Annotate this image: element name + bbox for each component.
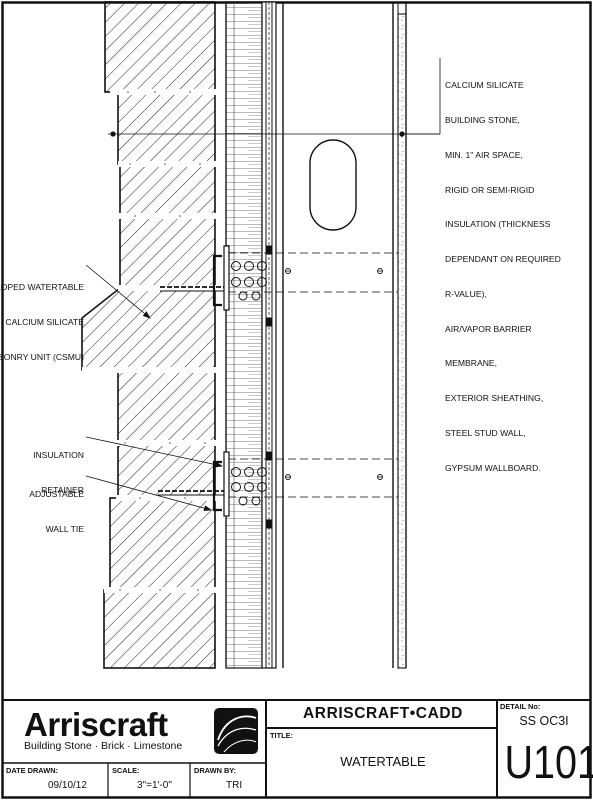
layer-note-line: BUILDING STONE, bbox=[445, 114, 520, 125]
layer-note-line: DEPENDANT ON REQUIRED bbox=[445, 254, 561, 265]
scale-label: SCALE: bbox=[112, 766, 140, 775]
callout-line: RETAINER bbox=[41, 484, 84, 495]
layer-note-line: MEMBRANE, bbox=[445, 358, 498, 369]
gypsum-wallboard bbox=[397, 13, 407, 669]
layer-note-line: STEEL STUD WALL, bbox=[445, 428, 526, 438]
layer-note-line: INSULATION (THICKNESS bbox=[445, 219, 551, 230]
layer-note-line: RIGID OR SEMI-RIGID bbox=[445, 184, 535, 195]
drawing-title: WATERTABLE bbox=[340, 754, 426, 769]
layer-notes: CALCIUM SILICATE BUILDING STONE, MIN. 1"… bbox=[445, 57, 561, 486]
detail-number-label: DETAIL No: bbox=[500, 702, 541, 711]
callout-insulation-retainer: INSULATION RETAINER bbox=[33, 427, 84, 508]
layer-note-line: MIN. 1" AIR SPACE, bbox=[445, 149, 523, 160]
layer-note-line: GYPSUM WALLBOARD. bbox=[445, 462, 541, 473]
title-block-frame bbox=[2, 699, 591, 798]
detail-code: SS OC3I bbox=[519, 714, 569, 728]
air-vapor-membrane bbox=[261, 1, 277, 669]
callout-line: WALL TIE bbox=[45, 523, 84, 534]
title-label: TITLE: bbox=[270, 731, 293, 740]
callout-line: CALCIUM SILICATE bbox=[5, 316, 84, 327]
callout-line: INSULATION bbox=[33, 450, 84, 461]
callout-line: SLOPED WATERTABLE bbox=[0, 282, 84, 293]
drawn-by-label: DRAWN BY: bbox=[194, 766, 237, 775]
joint-dots bbox=[119, 91, 206, 591]
company-logo-text: Arriscraft bbox=[24, 706, 168, 743]
arriscraft-logo-mark bbox=[214, 708, 258, 754]
callout-watertable: SLOPED WATERTABLE CALCIUM SILICATE MASON… bbox=[0, 259, 84, 375]
cadd-company-name: ARRISCRAFT•CADD bbox=[303, 705, 463, 722]
layer-note-line: CALCIUM SILICATE bbox=[445, 80, 524, 91]
date-drawn-value: 09/10/12 bbox=[48, 780, 87, 791]
layer-note-line: AIR/VAPOR BARRIER bbox=[445, 323, 532, 334]
wall-tie-upper bbox=[160, 245, 398, 327]
callout-line: MASONRY UNIT (CSMU) bbox=[0, 351, 84, 362]
layer-note-line: R-VALUE), bbox=[445, 288, 487, 299]
layer-note-line: EXTERIOR SHEATHING, bbox=[445, 393, 544, 404]
sheet-number: U101 bbox=[504, 736, 593, 788]
steel-stud bbox=[282, 2, 399, 668]
callout-line: ADJUSTABLE bbox=[29, 489, 84, 500]
drawn-by-value: TRI bbox=[226, 780, 243, 791]
callout-leaders bbox=[85, 264, 223, 512]
callout-wall-tie: ADJUSTABLE WALL TIE bbox=[29, 466, 84, 547]
wall-tie-lower bbox=[158, 451, 398, 529]
scale-value: 3"=1'-0" bbox=[137, 780, 172, 791]
company-tagline: Building Stone · Brick · Limestone bbox=[24, 740, 183, 752]
rigid-insulation bbox=[225, 1, 263, 669]
date-drawn-label: DATE DRAWN: bbox=[6, 766, 59, 775]
stone-veneer bbox=[81, 1, 216, 669]
